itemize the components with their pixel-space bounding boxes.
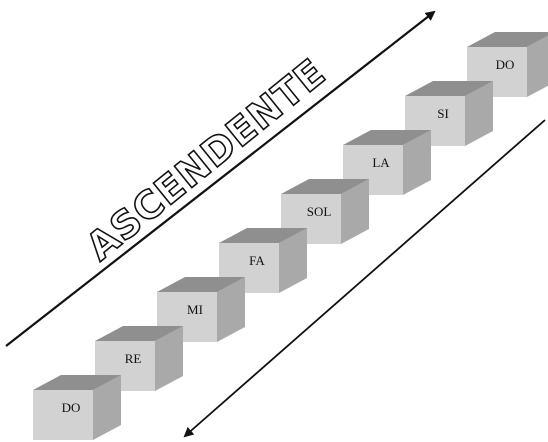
cube-top-face (343, 130, 431, 145)
note-step-1: DO (33, 375, 121, 440)
note-step-2: RE (95, 326, 183, 391)
note-label: MI (187, 302, 203, 317)
descending-arrow-icon (183, 119, 546, 438)
cube-top-face (405, 81, 493, 96)
cube-top-face (219, 228, 307, 243)
ascending-arrow-icon (5, 10, 436, 347)
cube-side-face (465, 81, 493, 146)
note-label: DO (62, 400, 81, 415)
cube-top-face (95, 326, 183, 341)
cube-side-face (217, 277, 245, 342)
cube-side-face (279, 228, 307, 293)
note-label: DO (496, 57, 515, 72)
note-step-4: FA (219, 228, 307, 293)
cube-side-face (155, 326, 183, 391)
cube-top-face (281, 179, 369, 194)
note-step-7: SI (405, 81, 493, 146)
note-step-8: DO (467, 32, 548, 97)
cube-front-face (33, 390, 93, 440)
note-label: SI (437, 106, 449, 121)
note-label: SOL (307, 204, 332, 219)
cube-side-face (527, 35, 548, 97)
cube-top-face (33, 375, 121, 390)
note-label: RE (125, 351, 142, 366)
cube-side-face (93, 375, 121, 440)
note-step-5: SOL (281, 179, 369, 244)
note-label: LA (372, 155, 390, 170)
note-label: FA (249, 253, 265, 268)
note-steps: DO SI LA SOL FA MI RE DO (33, 32, 548, 440)
cube-side-face (341, 179, 369, 244)
cube-side-face (403, 130, 431, 195)
cube-top-face (467, 32, 548, 47)
cube-top-face (157, 277, 245, 292)
